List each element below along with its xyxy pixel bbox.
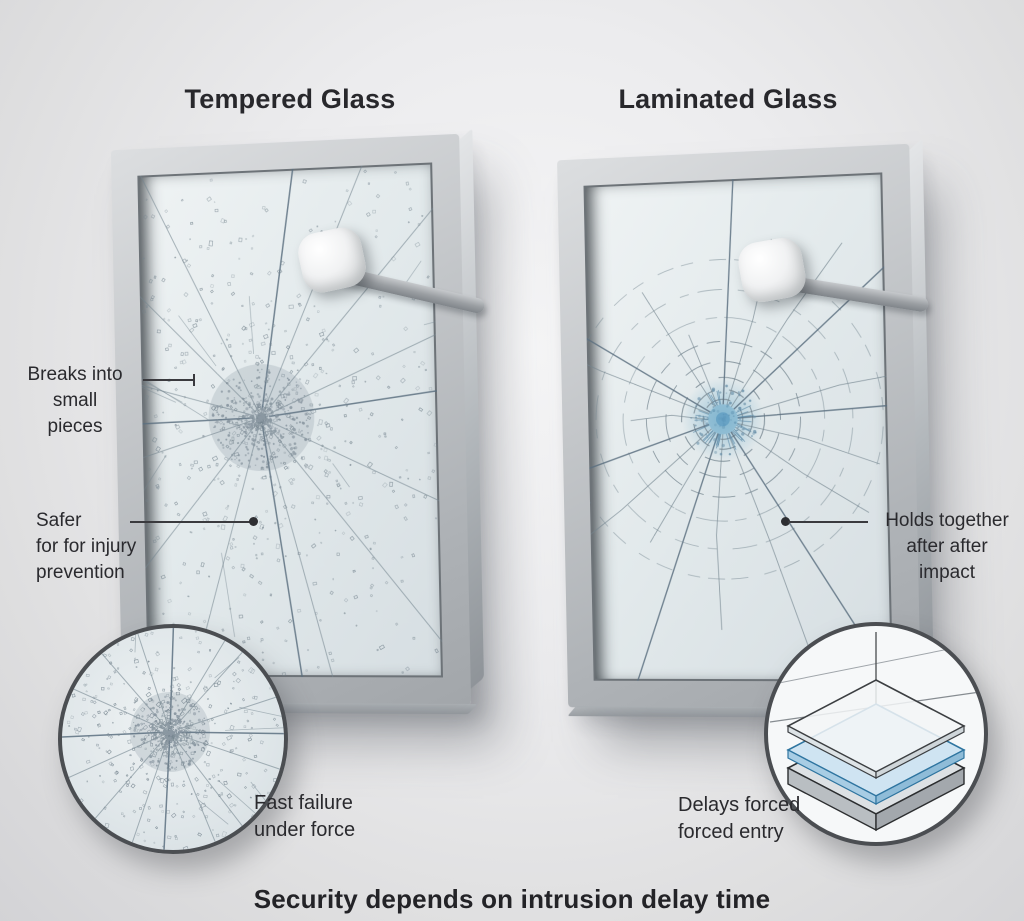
leader-dot: [249, 517, 258, 526]
shatter-pattern-graphic: [137, 162, 443, 677]
annotation-line: after after: [906, 536, 987, 557]
annotation-line: Holds together: [885, 510, 1009, 531]
caption-line: Fast failure: [254, 792, 353, 814]
spiderweb-crack-graphic: [584, 172, 893, 681]
laminated-glass-title: Laminated Glass: [568, 84, 888, 115]
window-frame: [111, 134, 471, 705]
annotation-line: for for injury: [36, 536, 136, 557]
leader-line: [788, 521, 868, 523]
laminated-glass-pane: [584, 172, 893, 681]
holds-annotation: Holds together after after impact: [872, 508, 1022, 586]
shatter-detail-graphic: [62, 628, 284, 850]
leader-line: [143, 379, 195, 381]
caption-line: Delays forced: [678, 794, 800, 816]
annotation-line: pieces: [48, 416, 103, 437]
leader-line: [130, 521, 252, 523]
leader-tick: [193, 374, 195, 386]
annotation-line: Breaks into small: [27, 364, 122, 411]
breaks-annotation: Breaks into small pieces: [8, 362, 142, 440]
shatter-inset-caption: Fast failure under force: [254, 790, 434, 844]
tempered-glass-title: Tempered Glass: [130, 84, 450, 115]
footer-caption: Security depends on intrusion delay time: [0, 884, 1024, 915]
tempered-glass-pane: [137, 162, 443, 677]
annotation-line: Safer: [36, 510, 81, 531]
annotation-line: prevention: [36, 562, 125, 583]
safer-annotation: Safer for for injury prevention: [36, 508, 166, 586]
annotation-line: impact: [919, 562, 975, 583]
layers-inset-caption: Delays forced forced entry: [678, 792, 858, 846]
caption-line: under force: [254, 819, 355, 841]
tempered-window-illustration: [112, 142, 464, 704]
caption-line: forced entry: [678, 821, 784, 843]
